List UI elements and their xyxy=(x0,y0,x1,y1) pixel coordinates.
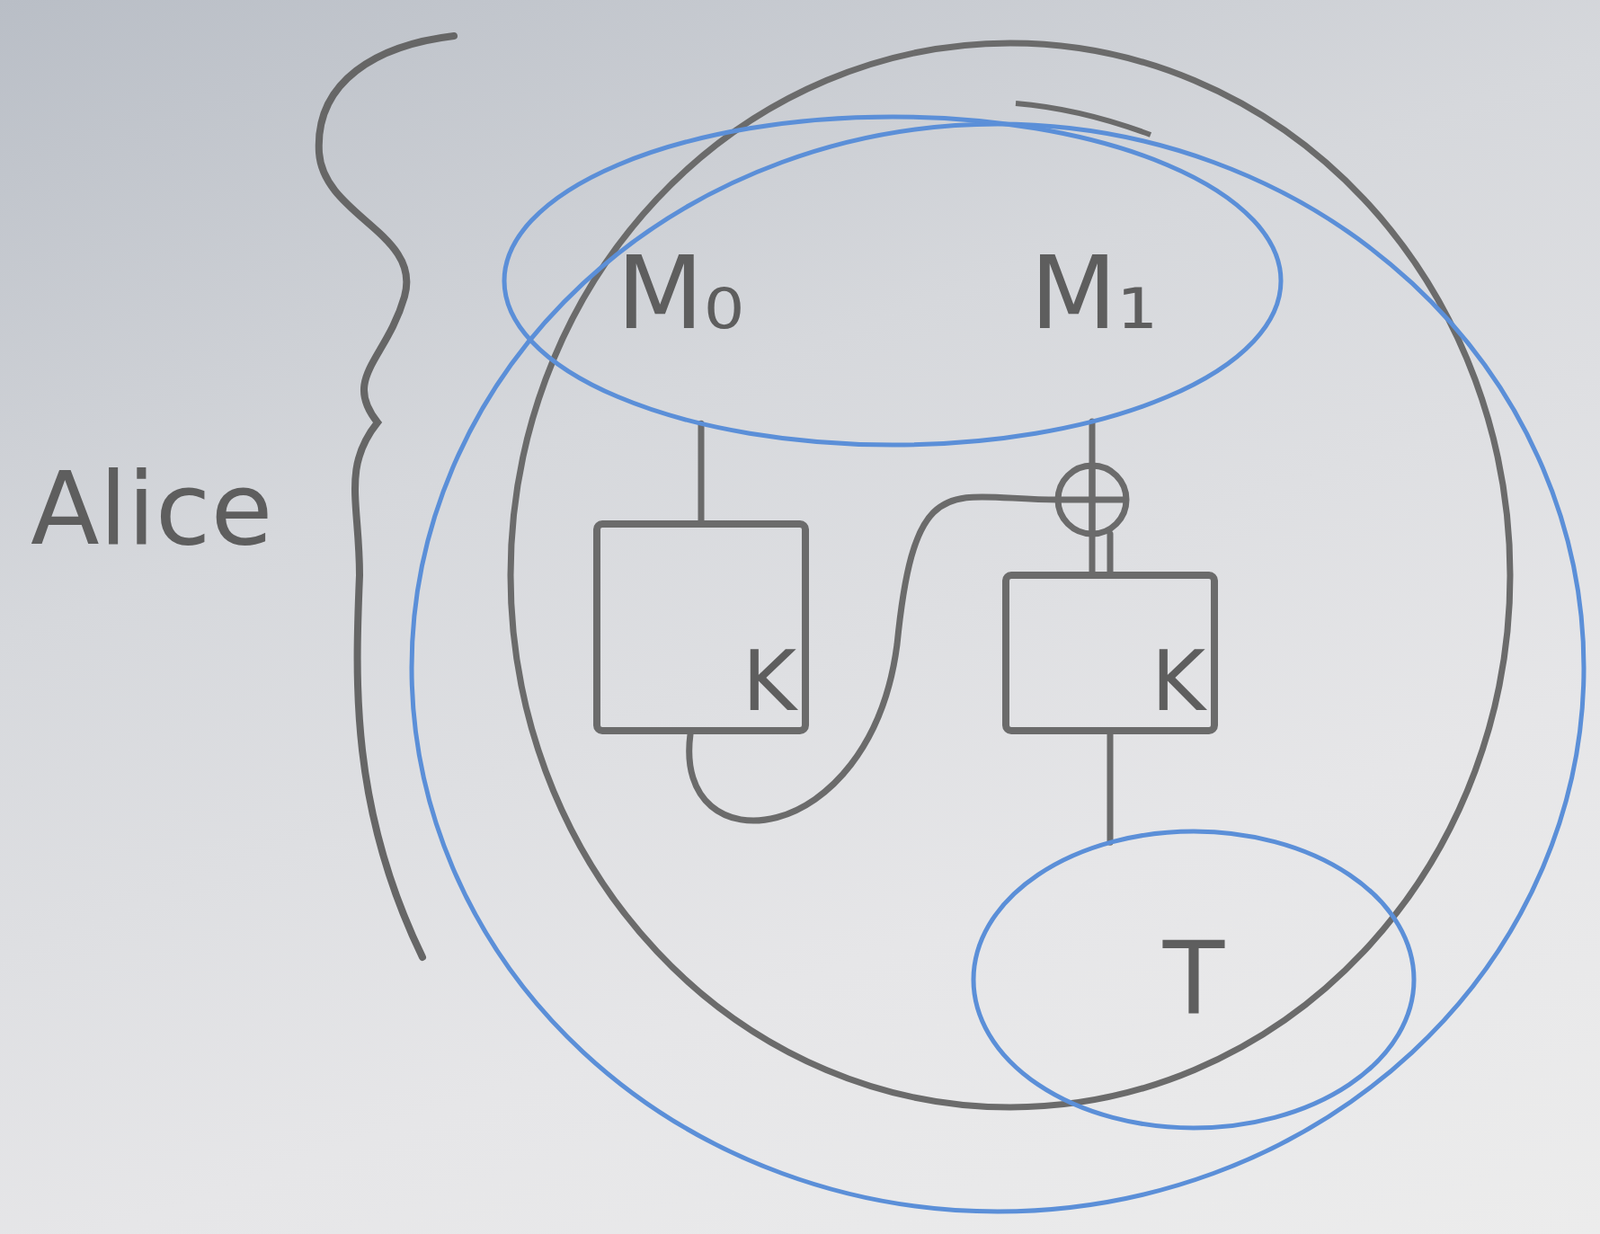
node-text: K xyxy=(742,636,797,728)
group-ellipse: M₀ M₁ xyxy=(499,112,1286,450)
outline-shape xyxy=(504,116,1281,445)
node-text: M₁ xyxy=(1030,238,1158,349)
cipher-box: K xyxy=(593,520,809,735)
node-text: K xyxy=(1151,636,1206,728)
cipher-box: K xyxy=(1002,571,1218,735)
blue-enclosure xyxy=(411,124,1584,1212)
wire xyxy=(1089,421,1096,572)
grey-enclosure xyxy=(510,43,1511,1108)
group-ellipse: T xyxy=(968,826,1419,1133)
node-text: T xyxy=(1163,924,1225,1035)
party-label: Alice xyxy=(30,453,273,565)
wire xyxy=(1107,734,1114,843)
wire xyxy=(698,423,705,521)
wire xyxy=(689,497,1111,821)
node-text: M₀ xyxy=(616,238,745,349)
outline-shape xyxy=(596,524,806,731)
outline-shape xyxy=(1005,575,1215,731)
outline-shape xyxy=(973,831,1414,1129)
